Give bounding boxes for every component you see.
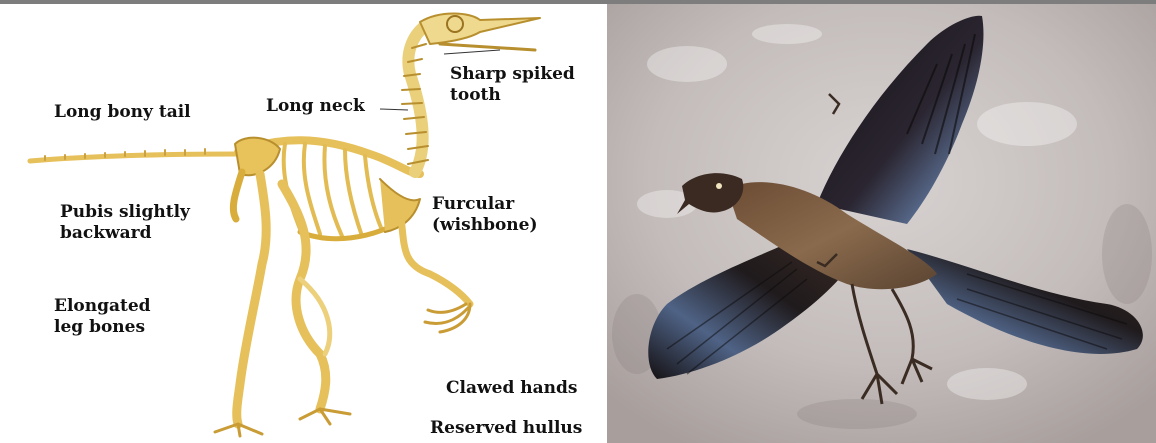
skeleton-diagram: Long bony tail Long neck Sharp spiked to… [0, 4, 607, 443]
archaeopteryx-reconstruction-painting [607, 4, 1156, 443]
leader-lines [0, 4, 607, 443]
feathered-archaeopteryx-image [607, 4, 1156, 443]
